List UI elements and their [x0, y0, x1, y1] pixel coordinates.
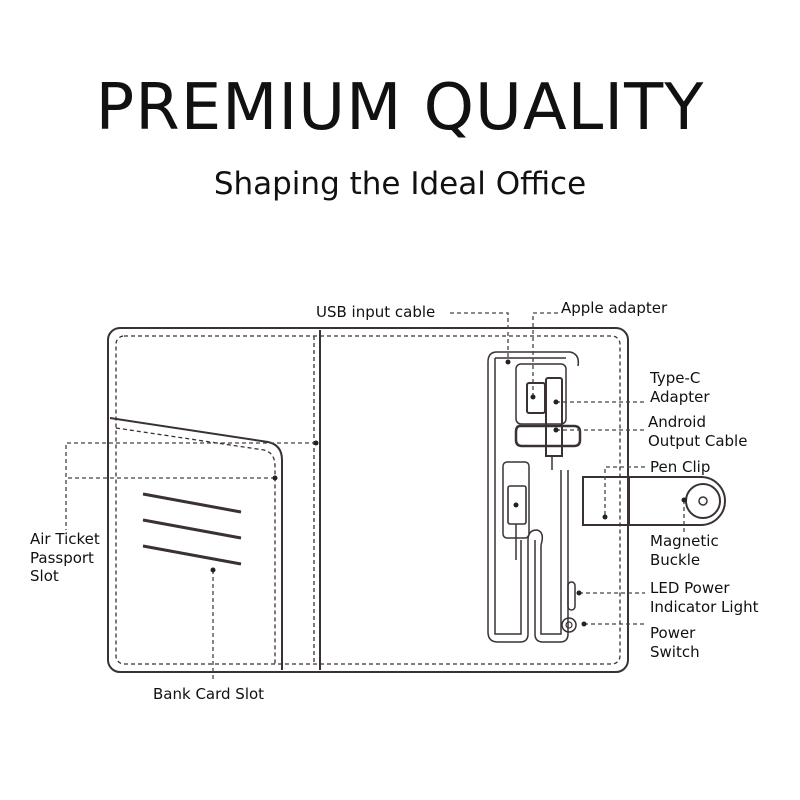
adapter-hub — [514, 424, 582, 448]
pocket-stitching — [115, 427, 276, 664]
led-indicator — [567, 581, 576, 611]
label-line: Air Ticket — [30, 530, 100, 548]
label-line: Switch — [650, 642, 700, 661]
buckle-strap — [629, 476, 726, 526]
label-line: Type-C — [650, 369, 701, 387]
label-usb-input-cable: USB input cable — [316, 303, 436, 321]
usb-plug — [507, 485, 527, 525]
power-switch-button — [561, 617, 577, 633]
label-line: Power — [650, 624, 696, 642]
label-type-c-adapter: Type-C Adapter — [650, 369, 710, 406]
label-bank-card-slot: Bank Card Slot — [153, 685, 265, 703]
leader-lines — [65, 312, 685, 680]
label-apple-adapter: Apple adapter — [561, 299, 668, 317]
passport-pocket — [109, 417, 283, 670]
card-slot-1 — [142, 492, 242, 514]
adapter-tray — [515, 363, 567, 425]
label-power-switch: Power Switch — [650, 624, 700, 661]
label-line: LED Power — [650, 579, 730, 597]
label-air-ticket-passport-slot: Air Ticket Passport Slot — [30, 530, 100, 586]
label-line: Passport — [30, 548, 94, 567]
page-subtitle: Shaping the Ideal Office — [213, 166, 587, 202]
label-line: Magnetic — [650, 532, 719, 550]
page-title: PREMIUM QUALITY — [95, 71, 705, 145]
label-line: Android — [648, 413, 706, 431]
pen-clip — [582, 476, 630, 526]
label-android-output-cable: Android Output Cable — [648, 413, 747, 450]
leader-dots — [210, 359, 687, 627]
card-slot-3 — [142, 544, 242, 566]
card-slot-2 — [142, 518, 242, 540]
notebook-cover — [107, 327, 629, 673]
apple-adapter-shape — [526, 382, 546, 414]
label-line: Buckle — [650, 550, 701, 569]
label-pen-clip: Pen Clip — [650, 458, 711, 476]
label-led-power-indicator: LED Power Indicator Light — [650, 579, 759, 616]
label-line: Output Cable — [648, 431, 748, 450]
label-line: Adapter — [650, 387, 710, 406]
usb-cable-channel — [487, 351, 580, 643]
label-line: Slot — [30, 567, 59, 585]
magnetic-buckle-center — [698, 496, 708, 506]
magnetic-buckle-ring — [685, 483, 721, 519]
android-cable-channel — [527, 470, 569, 643]
label-line: Indicator Light — [650, 597, 759, 616]
label-magnetic-buckle: Magnetic Buckle — [650, 532, 719, 569]
android-connector — [545, 425, 563, 457]
